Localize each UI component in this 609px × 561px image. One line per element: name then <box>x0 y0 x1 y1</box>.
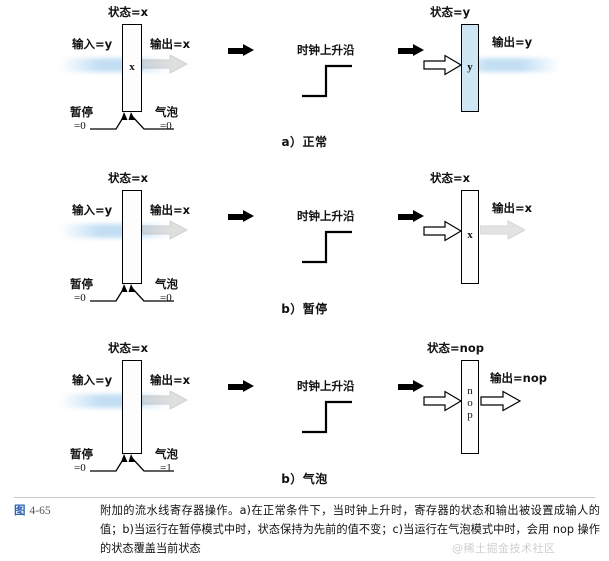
output-arrow-ghost-after-b <box>479 220 527 245</box>
register-value-after-b: x <box>467 229 473 241</box>
stall-value-b: =0 <box>74 292 86 304</box>
transition-arrow-1-c <box>228 380 254 392</box>
subcaption-b: b）暂停 <box>281 302 328 316</box>
clock-label-b: 时钟上升沿 <box>297 209 355 223</box>
control-wires-a <box>86 110 178 134</box>
output-label-a: 输出=x <box>150 37 191 51</box>
stall-value-a: =0 <box>74 120 86 132</box>
subcaption-c: b）气泡 <box>281 472 328 486</box>
state-label-before-c: 状态=x <box>108 341 149 355</box>
glow-left-a <box>60 58 170 72</box>
watermark: @稀土掘金技术社区 <box>452 542 556 555</box>
panel-bubble: 状态=x 输入=y 输出=x 暂停 =0 气泡 =1 时钟上升沿 <box>0 330 609 493</box>
figure-number-prefix: 图 <box>14 503 26 517</box>
subcaption-a: a）正常 <box>281 135 328 149</box>
panel-normal: 状态=x x 输入=y 输出=x 暂停 =0 气泡 =0 <box>0 0 609 155</box>
bubble-value-b: =0 <box>160 292 172 304</box>
output-label-after-a: 输出=y <box>492 35 533 49</box>
output-label-c: 输出=x <box>150 373 191 387</box>
clock-waveform-b <box>300 224 360 266</box>
transition-arrow-2-c <box>398 380 424 392</box>
register-value-before-a: x <box>129 61 135 73</box>
register-after-b: x <box>461 190 479 284</box>
transition-arrow-2-b <box>398 210 424 222</box>
register-value-after-c: nop <box>467 385 473 421</box>
state-label-before-a: 状态=x <box>108 5 149 19</box>
clock-label-c: 时钟上升沿 <box>297 379 355 393</box>
output-arrow-c <box>480 390 522 412</box>
caption-divider <box>14 497 595 498</box>
clock-waveform-a <box>300 58 360 100</box>
control-wires-c <box>86 452 178 476</box>
input-arrow-b <box>423 220 463 242</box>
register-value-after-a: y <box>467 61 473 73</box>
register-after-a: y <box>461 24 479 112</box>
bubble-value-a: =0 <box>160 120 172 132</box>
stall-label-c: 暂停 <box>70 447 93 461</box>
register-before-a: x <box>122 24 142 112</box>
output-label-after-b: 输出=x <box>492 201 533 215</box>
figure-caption-text: 附加的流水线寄存器操作。a)在正常条件下，当时钟上升时，寄存器的状态和输出被设置… <box>100 504 600 555</box>
output-arrow-ghost-a <box>141 54 189 79</box>
register-before-b <box>122 190 142 284</box>
glow-left-c <box>60 394 170 408</box>
clock-waveform-c <box>300 394 360 436</box>
bubble-label-a: 气泡 <box>155 105 178 119</box>
clock-label-a: 时钟上升沿 <box>297 43 355 57</box>
transition-arrow-1-a <box>228 44 254 56</box>
bubble-label-b: 气泡 <box>155 277 178 291</box>
stall-value-c: =0 <box>74 462 86 474</box>
bubble-label-c: 气泡 <box>155 447 178 461</box>
transition-arrow-1-b <box>228 210 254 222</box>
output-arrow-ghost-b <box>141 220 189 245</box>
state-label-after-b: 状态=x <box>430 171 471 185</box>
input-arrow-c <box>423 390 463 412</box>
glow-left-b <box>60 224 170 238</box>
stall-label-a: 暂停 <box>70 105 93 119</box>
control-wires-b <box>86 282 178 306</box>
transition-arrow-2-a <box>398 44 424 56</box>
output-label-after-c: 输出=nop <box>490 371 547 385</box>
input-label-c: 输入=y <box>72 373 113 387</box>
register-after-c: nop <box>461 360 479 454</box>
state-label-after-c: 状态=nop <box>427 341 484 355</box>
state-label-after-a: 状态=y <box>430 5 471 19</box>
input-label-a: 输入=y <box>72 37 113 51</box>
state-label-before-b: 状态=x <box>108 171 149 185</box>
panel-stall: 状态=x 输入=y 输出=x 暂停 =0 气泡 =0 时钟上升沿 <box>0 160 609 323</box>
output-label-b: 输出=x <box>150 203 191 217</box>
input-label-b: 输入=y <box>72 203 113 217</box>
stall-label-b: 暂停 <box>70 277 93 291</box>
figure-number-value: 4-65 <box>29 505 51 517</box>
bubble-value-c: =1 <box>160 462 172 474</box>
input-arrow-a <box>423 54 463 76</box>
output-arrow-ghost-c <box>141 390 189 415</box>
register-before-c <box>122 360 142 454</box>
